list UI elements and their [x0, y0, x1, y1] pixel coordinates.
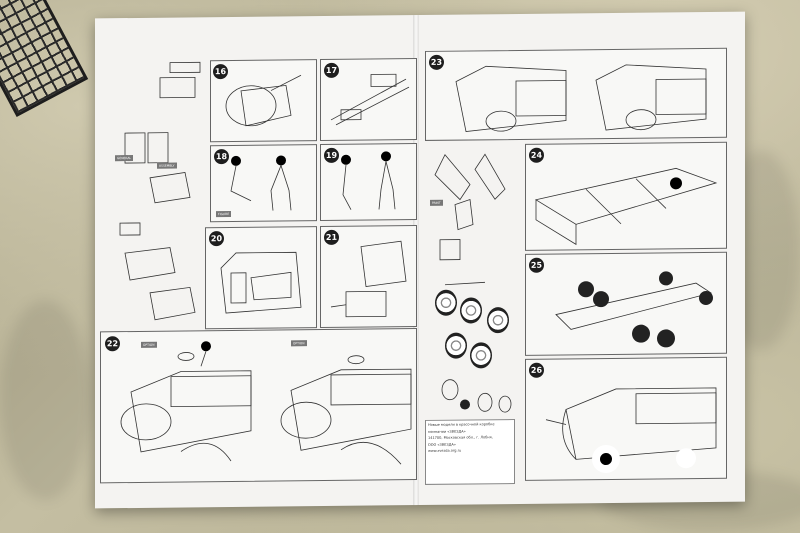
step-panel-25: [525, 251, 727, 356]
step-panel-17: [320, 58, 417, 142]
step-number-22: 22: [105, 336, 120, 352]
info-line: ООО «ЗВЕЗДА»: [428, 442, 456, 447]
part-tag: FIGURE: [216, 210, 232, 218]
step-number-26: 26: [529, 362, 544, 378]
step-panel-16: [210, 59, 317, 143]
step-number-17: 17: [324, 62, 339, 79]
step-panel-22: OPTION OPTION: [100, 328, 417, 484]
wheel-parts-sketch: [434, 153, 506, 286]
step-panel-20: [205, 226, 317, 330]
step-number-25: 25: [529, 257, 544, 273]
part-tag: GENERAL: [115, 155, 134, 162]
part-tag: PAINT: [430, 199, 443, 206]
step-panel-19: [320, 143, 417, 222]
part-tag: OPTION: [141, 341, 157, 348]
info-line: компании «ЗВЕЗДА»: [428, 429, 466, 434]
instruction-sheet: GENERAL ASSEMBLY 16 17 FIGURE 18: [95, 11, 745, 509]
step-number-18: 18: [214, 149, 229, 165]
step-number-16: 16: [213, 64, 228, 80]
fabric-fold: [0, 300, 90, 500]
small-parts-sketch: [441, 379, 512, 413]
left-parts-sketch: [119, 61, 201, 321]
step-number-19: 19: [324, 147, 339, 164]
step-panel-24: [525, 141, 727, 251]
wheel-part: [470, 342, 492, 369]
wheel-part: [487, 307, 509, 334]
step-number-21: 21: [324, 229, 339, 246]
info-line: www.zvezda.org.ru: [428, 448, 462, 453]
step-panel-18: FIGURE: [210, 144, 317, 223]
step-number-20: 20: [209, 231, 224, 247]
wheel-part: [435, 289, 457, 316]
part-tag: OPTION: [291, 340, 307, 347]
info-line: 141700, Московская обл., г. Лобня,: [428, 435, 493, 440]
wheel-part: [460, 297, 482, 324]
manufacturer-info-box: Новые модели в красочной коробке компани…: [425, 419, 515, 485]
step-number-24: 24: [529, 147, 544, 163]
step-panel-23: [425, 47, 727, 141]
wheel-part: [445, 332, 467, 359]
step-panel-26: [525, 356, 727, 481]
step-number-23: 23: [429, 54, 444, 70]
step-panel-21: [320, 225, 417, 329]
info-line: Новые модели в красочной коробке: [428, 422, 495, 427]
part-tag: ASSEMBLY: [157, 162, 177, 169]
